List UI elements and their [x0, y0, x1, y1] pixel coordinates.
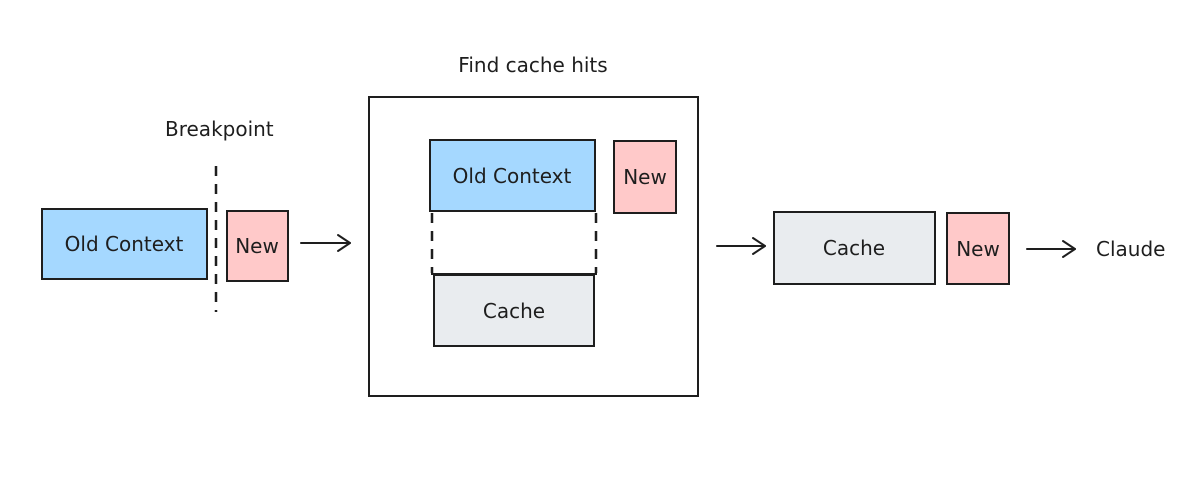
arrow-to-output	[716, 237, 766, 255]
input-new-label: New	[235, 234, 279, 258]
processor-cache-block: Cache	[433, 274, 595, 347]
processor-new-block: New	[613, 140, 677, 214]
input-old-context-block: Old Context	[41, 208, 208, 280]
input-new-block: New	[226, 210, 289, 282]
processor-new-label: New	[623, 165, 667, 189]
input-old-context-label: Old Context	[65, 232, 184, 256]
arrow-to-claude	[1026, 240, 1076, 258]
breakpoint-label: Breakpoint	[165, 117, 274, 141]
claude-label: Claude	[1096, 237, 1165, 261]
processor-cache-label: Cache	[483, 299, 545, 323]
processor-old-context-block: Old Context	[429, 139, 596, 212]
output-new-block: New	[946, 212, 1010, 285]
output-cache-block: Cache	[773, 211, 936, 285]
processor-old-context-label: Old Context	[453, 164, 572, 188]
arrow-to-processor	[300, 234, 351, 252]
output-new-label: New	[956, 237, 1000, 261]
processor-title: Find cache hits	[458, 53, 607, 77]
output-cache-label: Cache	[823, 236, 885, 260]
